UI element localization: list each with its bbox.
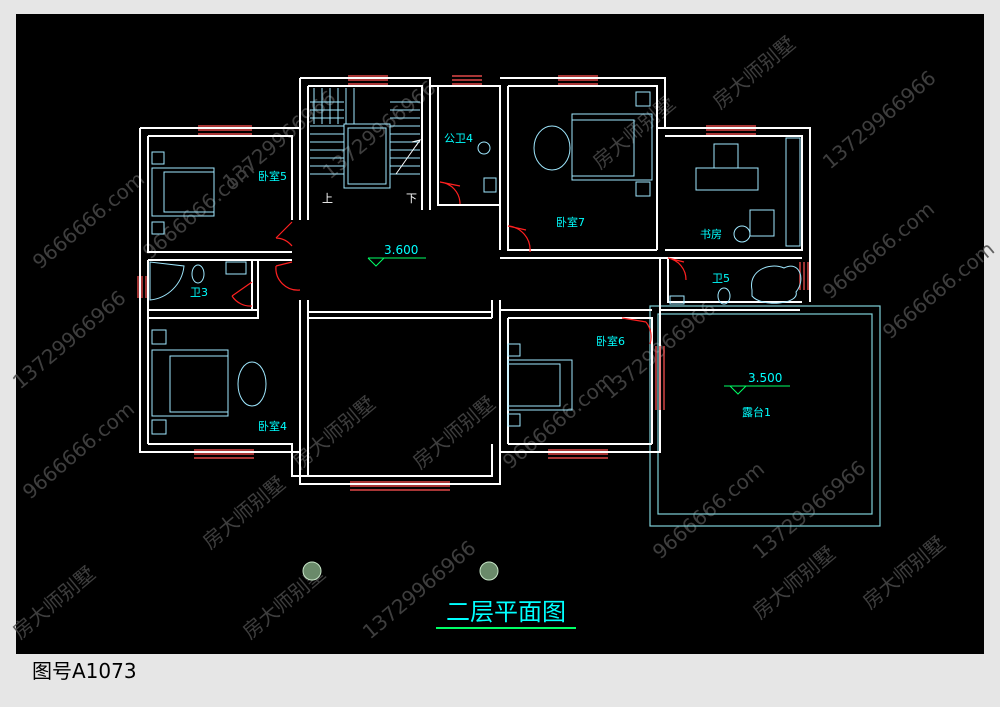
staircase (310, 88, 422, 189)
room-label-bedroom7: 卧室7 (556, 215, 585, 229)
watermark-site: 9666666.com (878, 237, 999, 344)
column-circle (302, 561, 322, 581)
watermark-layer: 房大师别墅 房大师别墅 房大师别墅 房大师别墅 房大师别墅 房大师别墅 房大师别… (8, 31, 999, 644)
stair-down-label: 下 (406, 192, 417, 205)
watermark-brand: 房大师别墅 (858, 531, 950, 614)
room-label-bath5: 卫5 (712, 272, 730, 285)
wall-layer (139, 77, 811, 485)
watermark-brand: 房大师别墅 (408, 391, 500, 474)
drawing-number: 图号A1073 (32, 659, 137, 683)
watermark-brand: 房大师别墅 (708, 31, 800, 114)
room-label-bedroom5: 卧室5 (258, 169, 287, 183)
door-layer (231, 181, 687, 345)
room-label-bath3: 卫3 (190, 286, 208, 299)
watermark-site: 9666666.com (18, 397, 139, 504)
watermark-site: 9666666.com (818, 197, 939, 304)
watermark-brand: 房大师别墅 (198, 471, 290, 554)
terrace-outline (649, 305, 881, 527)
fixture-layer (149, 91, 802, 435)
watermark-brand: 房大师别墅 (288, 391, 380, 474)
room-label-public-bath4: 公卫4 (444, 132, 473, 145)
room-label-terrace1: 露台1 (742, 405, 771, 419)
watermark-phone: 13729966966 (8, 285, 131, 393)
watermark-brand: 房大师别墅 (8, 561, 100, 644)
window-layer (137, 75, 809, 491)
watermark-site: 9666666.com (28, 167, 149, 274)
elevation-marker-terrace: 3.500 (724, 371, 790, 395)
room-label-study: 书房 (700, 228, 722, 241)
room-label-bedroom4: 卧室4 (258, 419, 287, 433)
watermark-phone: 13729966966 (818, 65, 941, 173)
stair-direction-arrow (395, 139, 422, 175)
watermark-site: 9666666.com (138, 157, 259, 264)
column-markers (302, 561, 499, 581)
drawing-title: 二层平面图 (446, 598, 566, 626)
room-labels: 卧室5 卧室4 卧室7 卧室6 书房 卫3 卫5 公卫4 露台1 上 下 (190, 132, 771, 433)
column-circle (479, 561, 499, 581)
elevation-terrace-value: 3.500 (748, 371, 782, 385)
stair-up-label: 上 (322, 192, 333, 205)
elevation-marker-floor: 3.600 (367, 243, 426, 267)
elevation-floor-value: 3.600 (384, 243, 418, 257)
room-label-bedroom6: 卧室6 (596, 334, 625, 348)
